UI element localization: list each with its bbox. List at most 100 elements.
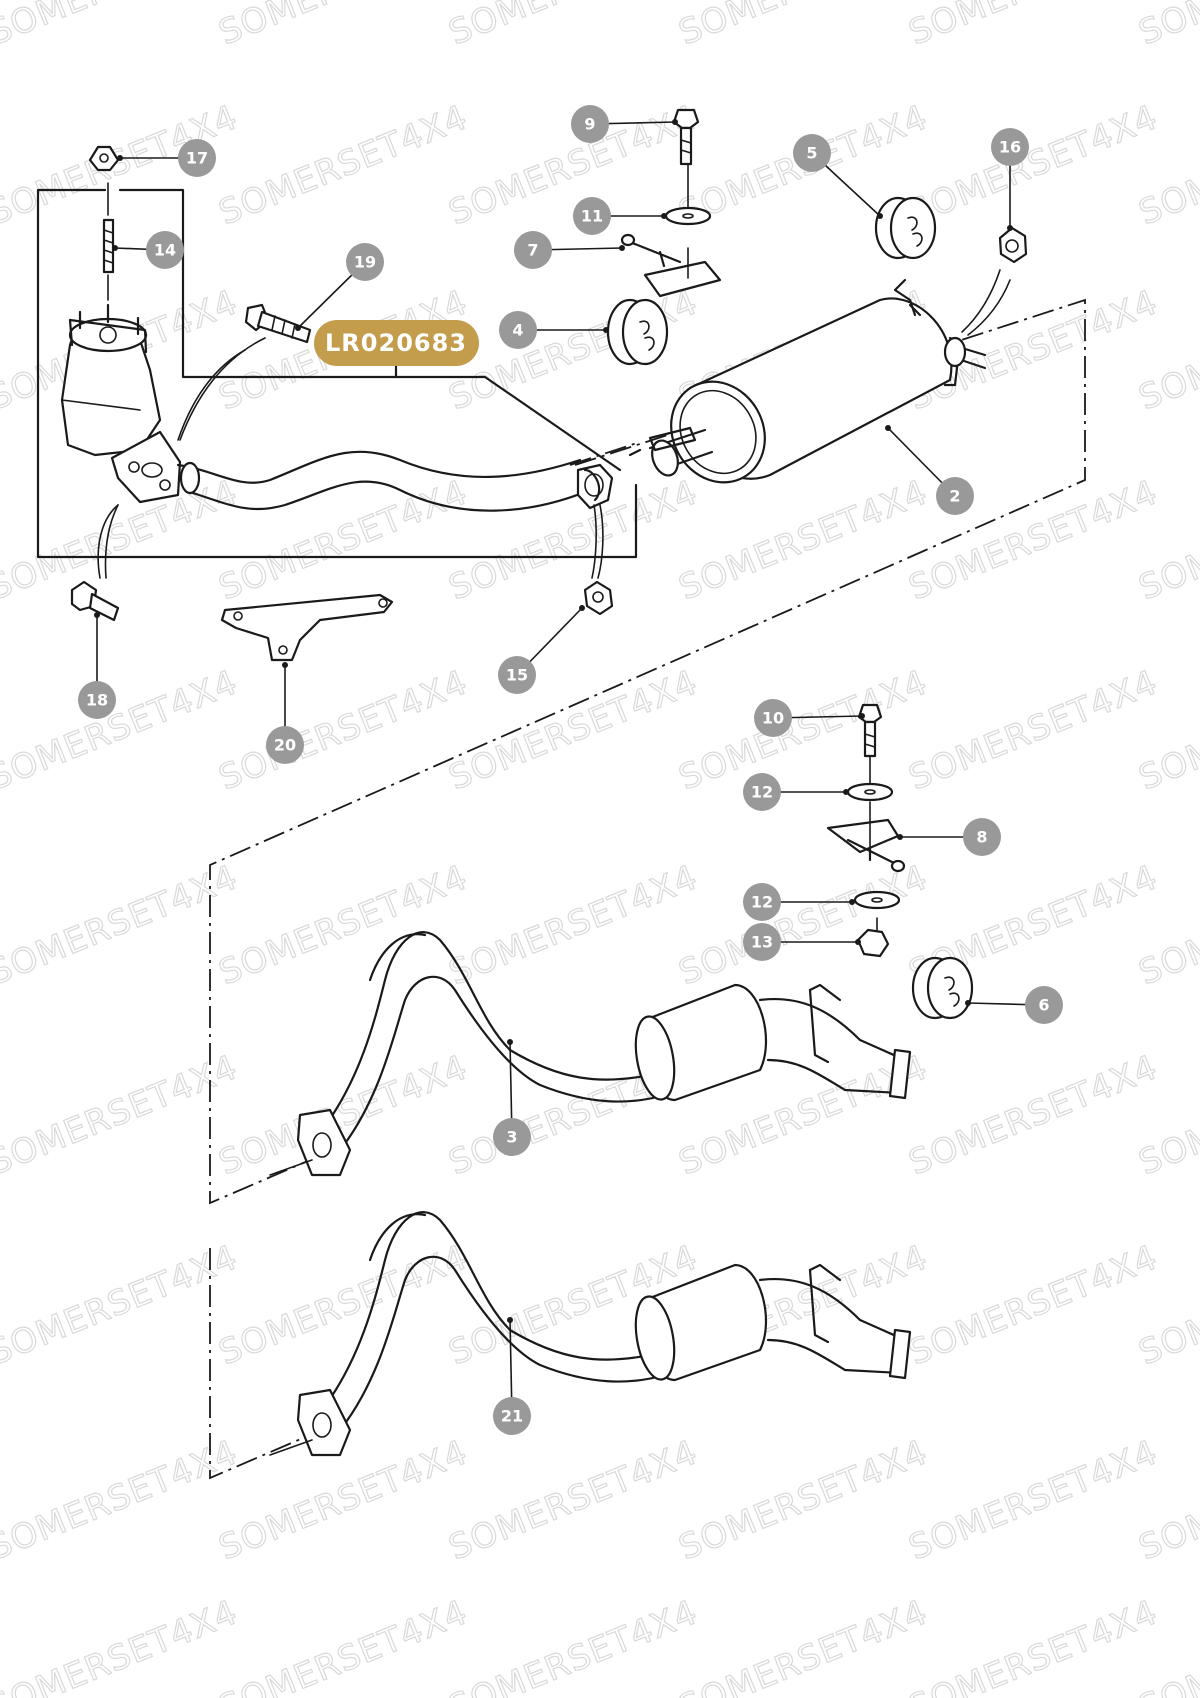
callout-21[interactable]: 21 bbox=[493, 1397, 531, 1435]
callout-label: 21 bbox=[501, 1407, 523, 1426]
leader-dot bbox=[885, 425, 891, 431]
washer-11 bbox=[664, 206, 712, 226]
intermediate-pipe bbox=[296, 931, 912, 1177]
watermark-text: SOMERSET4X4 bbox=[213, 0, 473, 53]
watermark-text: SOMERSET4X4 bbox=[443, 1432, 703, 1568]
callout-3[interactable]: 3 bbox=[493, 1118, 531, 1156]
callout-circle bbox=[991, 128, 1029, 166]
callout-circle bbox=[573, 197, 611, 235]
nut-16 bbox=[998, 226, 1028, 264]
callout-17[interactable]: 17 bbox=[178, 139, 216, 177]
leader-dot bbox=[877, 213, 883, 219]
callout-label: 20 bbox=[274, 736, 296, 755]
callout-circle bbox=[78, 681, 116, 719]
callout-circle bbox=[499, 311, 537, 349]
callout-circle bbox=[146, 231, 184, 269]
callout-16[interactable]: 16 bbox=[991, 128, 1029, 166]
part-number-badge[interactable]: LR020683 bbox=[314, 320, 479, 366]
nut-15 bbox=[583, 580, 614, 616]
watermark-text: SOMERSET4X4 bbox=[0, 1237, 243, 1373]
callout-label: 17 bbox=[186, 149, 208, 168]
assembly-boundary-lines bbox=[209, 298, 1086, 1480]
leader-dot bbox=[897, 834, 903, 840]
watermark-text: SOMERSET4X4 bbox=[903, 1592, 1163, 1698]
callout-circle bbox=[743, 883, 781, 921]
callout-12[interactable]: 12 bbox=[743, 773, 781, 811]
bolt-19 bbox=[244, 303, 312, 344]
rubber-mount-5 bbox=[874, 196, 937, 260]
alternative-intermediate-pipe bbox=[296, 1211, 912, 1457]
callout-14[interactable]: 14 bbox=[146, 231, 184, 269]
bolt-18 bbox=[70, 580, 120, 622]
watermark-text: SOMERSET4X4 bbox=[673, 0, 933, 53]
watermark-text: SOMERSET4X4 bbox=[673, 857, 933, 993]
watermark-text: SOMERSET4X4 bbox=[443, 282, 703, 418]
callout-circle bbox=[346, 243, 384, 281]
callout-label: 18 bbox=[86, 691, 108, 710]
callout-label: 7 bbox=[527, 241, 538, 260]
watermark-text: SOMERSET4X4 bbox=[903, 1432, 1163, 1568]
leader-dot bbox=[507, 1317, 513, 1323]
callout-19[interactable]: 19 bbox=[346, 243, 384, 281]
callout-20[interactable]: 20 bbox=[266, 726, 304, 764]
callout-label: 12 bbox=[751, 783, 773, 802]
watermark-text: SOMERSET4X4 bbox=[213, 1432, 473, 1568]
callout-label: 4 bbox=[512, 321, 523, 340]
rubber-mount-4 bbox=[606, 298, 669, 366]
watermark-text: SOMERSET4X4 bbox=[213, 857, 473, 993]
callout-label: 16 bbox=[999, 138, 1021, 157]
watermark-text: SOMERSET4X4 bbox=[443, 1592, 703, 1698]
callout-9[interactable]: 9 bbox=[571, 105, 609, 143]
callout-circle bbox=[266, 726, 304, 764]
callout-label: 8 bbox=[976, 828, 987, 847]
leader-dot bbox=[579, 605, 585, 611]
callout-label: 13 bbox=[751, 933, 773, 952]
callout-label: 5 bbox=[806, 144, 817, 163]
watermark-text: SOMERSET4X4 bbox=[903, 1237, 1163, 1373]
leader-dot bbox=[859, 713, 865, 719]
leader-dot bbox=[112, 245, 118, 251]
leader-dot bbox=[855, 939, 861, 945]
watermark-text: SOMERSET4X4 bbox=[0, 662, 243, 798]
leader-dot bbox=[94, 612, 100, 618]
callout-13[interactable]: 13 bbox=[743, 923, 781, 961]
callout-11[interactable]: 11 bbox=[573, 197, 611, 235]
callout-7[interactable]: 7 bbox=[514, 231, 552, 269]
callout-label: 9 bbox=[584, 115, 595, 134]
callout-15[interactable]: 15 bbox=[498, 656, 536, 694]
callout-circle bbox=[1025, 986, 1063, 1024]
watermark-text: SOMERSET4X4 bbox=[673, 662, 933, 798]
callout-circle bbox=[178, 139, 216, 177]
callout-markers: 2 3 4 5 6 7 8 9 10 11 12 12 13 14 15 16 17 18 19 20 21 bbox=[78, 105, 1063, 1435]
watermark-text: SOMERSET4X4 bbox=[903, 97, 1163, 233]
watermark-text: SOMERSET4X4 bbox=[903, 1047, 1163, 1183]
watermark-text: SOMERSET4X4 bbox=[673, 1592, 933, 1698]
callout-18[interactable]: 18 bbox=[78, 681, 116, 719]
callout-6[interactable]: 6 bbox=[1025, 986, 1063, 1024]
callout-2[interactable]: 2 bbox=[936, 477, 974, 515]
callout-10[interactable]: 10 bbox=[754, 699, 792, 737]
callout-8[interactable]: 8 bbox=[963, 818, 1001, 856]
callout-label: 2 bbox=[949, 487, 960, 506]
callout-12[interactable]: 12 bbox=[743, 883, 781, 921]
watermark-text: SOMERSET4X4 bbox=[903, 662, 1163, 798]
watermark-text: SOMERSET4X4 bbox=[443, 472, 703, 608]
leader-dot bbox=[1007, 225, 1013, 231]
callout-circle bbox=[498, 656, 536, 694]
watermark-text: SOMERSET4X4 bbox=[443, 662, 703, 798]
washer-12-upper bbox=[846, 782, 894, 802]
leader-dot bbox=[282, 662, 288, 668]
nut-13 bbox=[856, 917, 890, 958]
callout-circle bbox=[793, 134, 831, 172]
watermark-text: SOMERSET4X4 bbox=[673, 1432, 933, 1568]
rear-silencer bbox=[628, 278, 987, 484]
leader-dot bbox=[603, 327, 609, 333]
callout-label: 19 bbox=[354, 253, 376, 272]
callout-5[interactable]: 5 bbox=[793, 134, 831, 172]
callout-label: 10 bbox=[762, 709, 784, 728]
watermark-text: SOMERSET4X4 bbox=[0, 1047, 243, 1183]
callout-circle bbox=[514, 231, 552, 269]
watermark-text: SOMERSET4X4 bbox=[0, 857, 243, 993]
callout-4[interactable]: 4 bbox=[499, 311, 537, 349]
